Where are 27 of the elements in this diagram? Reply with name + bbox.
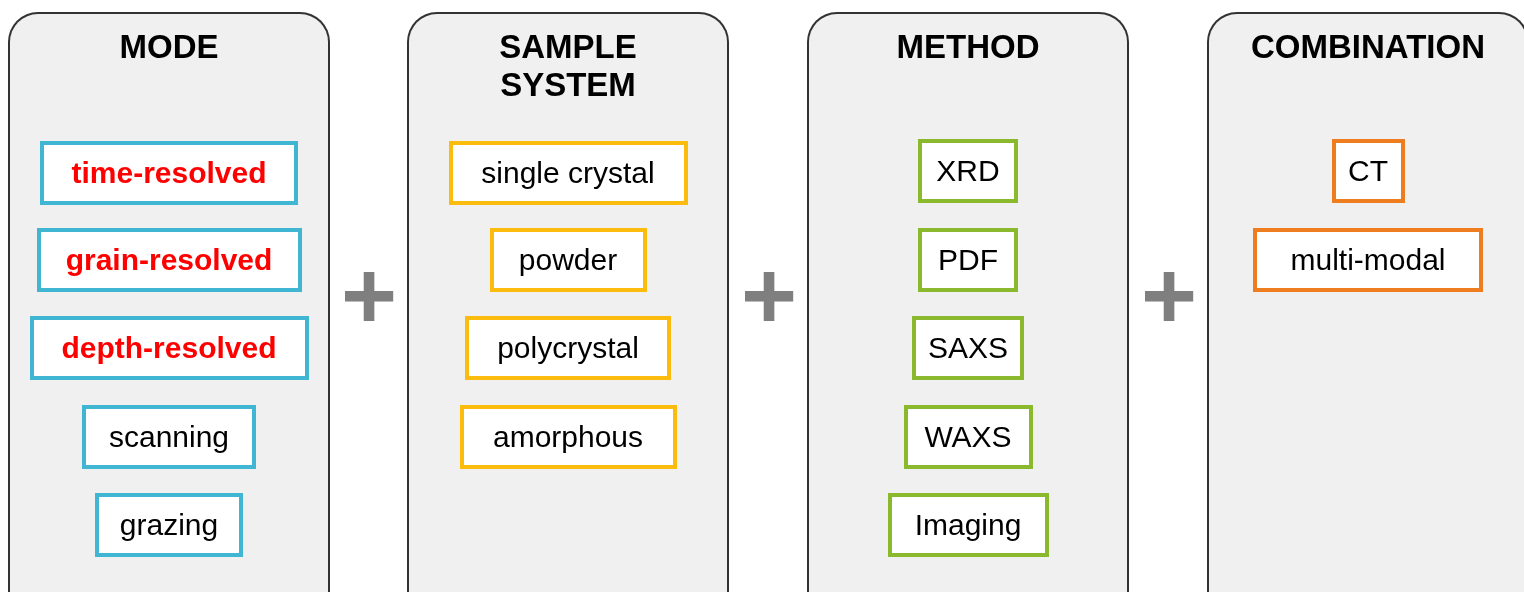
- category-panel: [8, 12, 330, 592]
- option-box: powder: [489, 228, 647, 292]
- plus-sign: +: [339, 248, 399, 344]
- panel-heading: METHOD: [895, 28, 1041, 66]
- panel-heading: COMBINATION: [1250, 28, 1486, 66]
- option-box: PDF: [918, 228, 1018, 292]
- option-box: Imaging: [887, 493, 1049, 557]
- option-box: amorphous: [459, 405, 677, 469]
- panel-heading: MODE: [118, 28, 220, 66]
- category-panel: [407, 12, 729, 592]
- option-box: grain-resolved: [36, 228, 302, 292]
- option-box: grazing: [95, 493, 243, 557]
- option-box: single crystal: [448, 141, 688, 205]
- option-box: polycrystal: [465, 316, 671, 380]
- option-box: scanning: [82, 405, 256, 469]
- option-box: WAXS: [903, 405, 1033, 469]
- option-box: XRD: [918, 139, 1018, 203]
- plus-sign: +: [739, 248, 799, 344]
- option-box: depth-resolved: [29, 316, 309, 380]
- plus-sign: +: [1139, 248, 1199, 344]
- panel-heading: SAMPLE SYSTEM: [498, 28, 638, 104]
- category-panel: [1207, 12, 1524, 592]
- option-box: multi-modal: [1253, 228, 1483, 292]
- option-box: time-resolved: [40, 141, 298, 205]
- option-box: CT: [1331, 139, 1405, 203]
- category-panel: [807, 12, 1129, 592]
- option-box: SAXS: [912, 316, 1024, 380]
